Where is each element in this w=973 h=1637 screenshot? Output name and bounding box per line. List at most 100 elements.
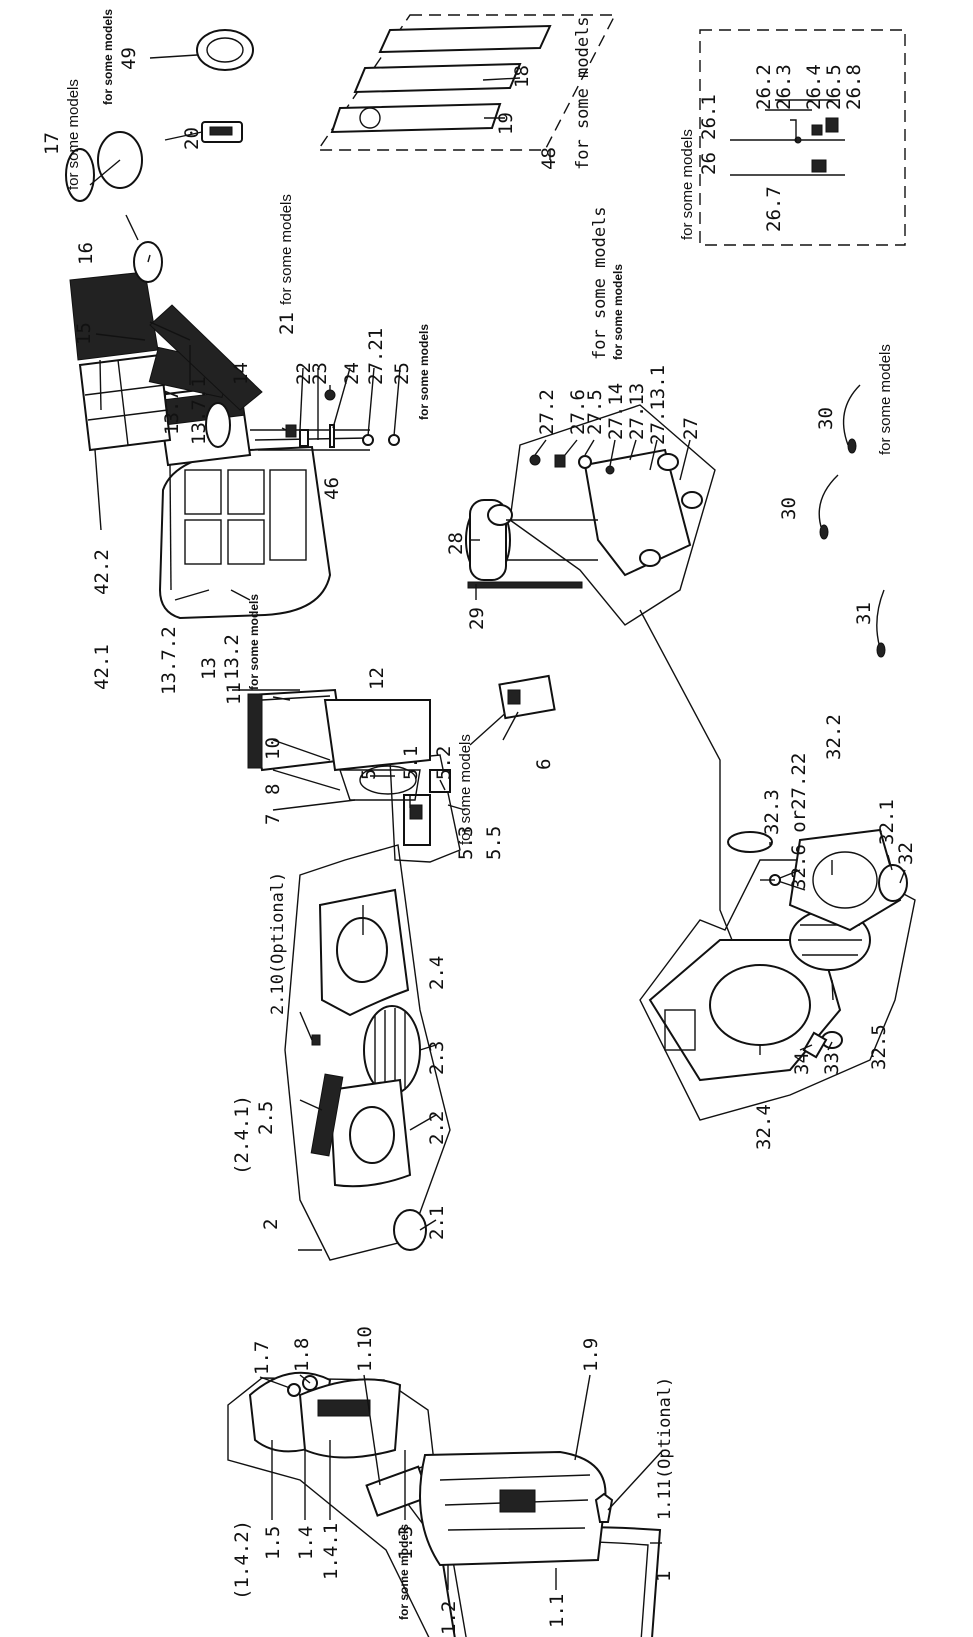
label-5-2: 5.2	[433, 746, 455, 780]
detail-26-box	[699, 29, 906, 246]
label-11: 11	[223, 682, 245, 705]
label-26-5: 26.5	[823, 64, 845, 110]
label-1-4-1: 1.4.1	[320, 1523, 342, 1580]
part-27-14	[605, 465, 615, 475]
label-25: 25	[391, 362, 413, 385]
note-48-some-models: for some models	[573, 16, 593, 170]
part-27-5	[578, 455, 592, 469]
part-2-1-motor	[393, 1209, 427, 1251]
label-34: 34	[791, 1052, 813, 1075]
group-32-outline	[639, 859, 916, 1121]
note-27-14-some-models: for some models	[611, 264, 625, 360]
label-20: 20	[181, 127, 203, 150]
label-21: 21	[276, 312, 298, 335]
label-32-3: 32.3	[761, 789, 783, 835]
label-48: 48	[538, 147, 560, 170]
label-28: 28	[445, 532, 467, 555]
label-1-4: 1.4	[295, 1526, 317, 1560]
label-27-5: 27.5	[584, 389, 606, 435]
part-18-panel	[353, 62, 522, 94]
part-23	[299, 429, 309, 447]
part-1-11-optional	[594, 1492, 614, 1523]
group-chassis	[69, 271, 400, 620]
part-42-1-filter	[69, 271, 159, 361]
label-2: 2	[260, 1219, 282, 1230]
group-2-outline	[284, 844, 451, 1261]
label-1-1: 1.1	[546, 1594, 568, 1628]
part-19-panel	[330, 102, 502, 134]
label-32-4: 32.4	[753, 1104, 775, 1150]
label-27: 27	[680, 417, 702, 440]
label-26-7: 26.7	[763, 186, 785, 232]
label-2-2: 2.2	[426, 1111, 448, 1145]
part-27-2	[529, 454, 541, 466]
part-27-21	[362, 434, 374, 446]
note-26-some-models: for some models	[679, 129, 696, 240]
label-26-4: 26.4	[803, 64, 825, 110]
label-1-9: 1.9	[580, 1338, 602, 1372]
group-5-outline	[389, 754, 461, 863]
label-27-21: 27.21	[365, 328, 387, 385]
label-2-5: 2.5	[255, 1101, 277, 1135]
label-27-6: 27.6	[567, 389, 589, 435]
label-22: 22	[293, 362, 315, 385]
label-13-7: 13.7	[161, 389, 183, 435]
part-32-3-ring	[727, 831, 773, 853]
part-6-capacitor	[498, 674, 556, 720]
part-12-evaporator	[323, 699, 431, 772]
label-13-7-2: 13.7.2	[158, 626, 180, 695]
note-1-2-some-models: for some models	[397, 1524, 411, 1620]
group-heat-exchanger	[247, 688, 431, 801]
part-29-bar	[467, 581, 583, 589]
part-32-1-motor	[878, 864, 908, 902]
group-front-panel	[227, 1371, 662, 1637]
note-21-some-models: for some models	[278, 194, 295, 305]
label-2-3: 2.3	[426, 1041, 448, 1075]
part-labels: 1.1 1.2 1.3 1.4 1.4.1 (1.4.2) 1.5 1.7 1.…	[41, 9, 917, 1635]
label-5-3: 5.3	[455, 826, 477, 860]
label-1-5: 1.5	[262, 1526, 284, 1560]
group-rods	[818, 384, 886, 658]
group-window-kit	[316, 14, 617, 151]
label-32-6: 32.6 or27.22	[788, 753, 810, 890]
label-10: 10	[262, 737, 284, 760]
label-13-2: 13.2	[221, 634, 243, 680]
group-compressor	[465, 404, 716, 626]
label-27-13: 27.13	[626, 383, 648, 440]
label-30-a: 30	[815, 407, 837, 430]
panel-top	[378, 24, 552, 54]
label-1-3: 1.3	[395, 1526, 417, 1560]
note-13-2-some-models: for some models	[247, 594, 261, 690]
kit-48-outline	[316, 14, 617, 151]
group-condenser	[639, 828, 916, 1121]
label-1-2: 1.2	[438, 1601, 460, 1635]
part-2-5-grille	[310, 1073, 344, 1157]
label-23: 23	[309, 362, 331, 385]
label-27-14: 27.14	[605, 383, 627, 440]
group-26-detail	[699, 29, 906, 246]
label-8: 8	[262, 784, 284, 795]
label-32: 32	[895, 842, 917, 865]
group-electrical	[389, 674, 556, 863]
note-17-some-models: for some models	[65, 79, 82, 190]
leader-lines	[89, 54, 906, 1590]
part-5-1-box	[403, 794, 431, 846]
note-49-some-models: for some models	[101, 9, 115, 105]
group-blower	[284, 844, 451, 1261]
label-31: 31	[853, 602, 875, 625]
label-32-2: 32.2	[823, 714, 845, 760]
note-25-some-models: for some models	[417, 324, 431, 420]
label-1-10: 1.10	[354, 1326, 376, 1372]
label-15: 15	[73, 322, 95, 345]
group-accessories	[65, 29, 254, 202]
label-5-1: 5.1	[400, 746, 422, 780]
part-1-4-panel	[298, 1378, 402, 1459]
label-42-2: 42.2	[91, 549, 113, 595]
label-13: 13	[198, 657, 220, 680]
label-7: 7	[262, 814, 284, 825]
label-42-1: 42.1	[91, 644, 113, 690]
label-1-4-2: (1.4.2)	[231, 1520, 253, 1600]
label-1-8: 1.8	[291, 1338, 313, 1372]
part-25	[388, 434, 400, 446]
